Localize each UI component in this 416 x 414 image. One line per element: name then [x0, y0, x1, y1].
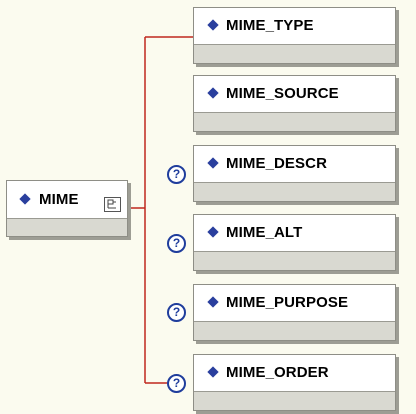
element-diamond-icon [207, 226, 219, 238]
element-mime-descr[interactable]: MIME_DESCR [193, 145, 396, 202]
element-diamond-icon [207, 296, 219, 308]
sequence-compositor-icon[interactable] [104, 197, 121, 212]
optional-question-icon: ? [167, 234, 186, 253]
element-label: MIME_DESCR [226, 155, 328, 172]
element-mime-type[interactable]: MIME_TYPE [193, 7, 396, 64]
element-diamond-icon [207, 87, 219, 99]
element-label: MIME_PURPOSE [226, 294, 349, 311]
element-label: MIME_SOURCE [226, 85, 339, 102]
root-element-mime[interactable]: MIME [6, 180, 128, 237]
optional-question-icon: ? [167, 374, 186, 393]
element-header: MIME_SOURCE [194, 76, 395, 113]
element-mime-alt[interactable]: MIME_ALT [193, 214, 396, 271]
element-header: MIME_TYPE [194, 8, 395, 45]
optional-question-icon: ? [167, 303, 186, 322]
element-diamond-icon [207, 366, 219, 378]
element-mime-purpose[interactable]: MIME_PURPOSE [193, 284, 396, 341]
root-element-label: MIME [39, 191, 79, 208]
element-label: MIME_ALT [226, 224, 303, 241]
element-label: MIME_ORDER [226, 364, 329, 381]
element-header: MIME_ORDER [194, 355, 395, 392]
element-diamond-icon [19, 193, 31, 205]
element-mime-order[interactable]: MIME_ORDER [193, 354, 396, 411]
optional-question-icon: ? [167, 165, 186, 184]
element-header: MIME_PURPOSE [194, 285, 395, 322]
element-diamond-icon [207, 157, 219, 169]
element-header: MIME_ALT [194, 215, 395, 252]
element-diamond-icon [207, 19, 219, 31]
element-header: MIME_DESCR [194, 146, 395, 183]
element-mime-source[interactable]: MIME_SOURCE [193, 75, 396, 132]
element-label: MIME_TYPE [226, 17, 314, 34]
